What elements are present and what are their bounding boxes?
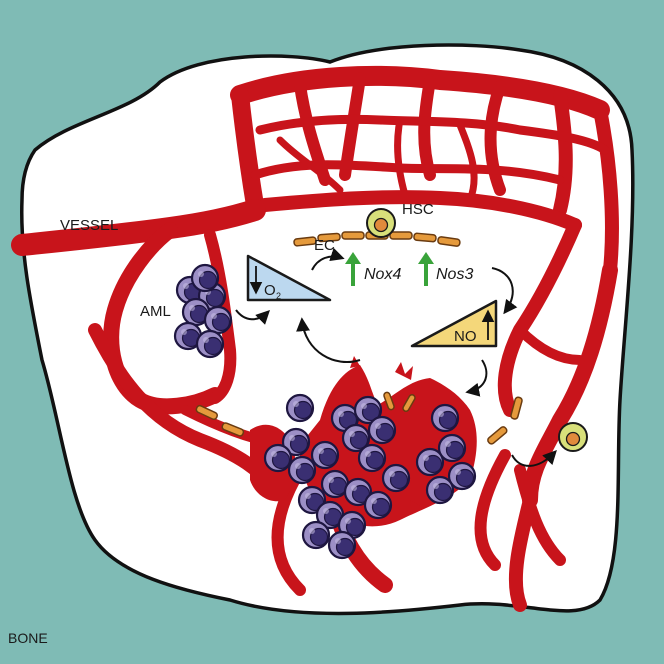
- nox4-label: Nox4: [364, 266, 401, 283]
- o2-label: O: [264, 282, 276, 299]
- nitric-oxide-triangle: NO: [410, 299, 498, 348]
- green-up-arrow-icon: [345, 252, 434, 286]
- o2-subscript: 2: [276, 291, 281, 301]
- aml-label: AML: [140, 303, 171, 320]
- egressed-hsc-cell: [558, 422, 588, 452]
- bone-label: BONE: [8, 630, 48, 646]
- curved-arrow-icon: [235, 247, 557, 467]
- hsc-cell: [366, 208, 396, 238]
- oxygen-triangle: O 2: [246, 254, 332, 302]
- vessel-network: [11, 65, 619, 612]
- nos3-label: Nos3: [436, 266, 473, 283]
- ec-label: EC: [314, 237, 335, 254]
- hsc-label: HSC: [402, 201, 434, 218]
- no-label: NO: [454, 328, 477, 345]
- vessel-label: VESSEL: [60, 217, 118, 234]
